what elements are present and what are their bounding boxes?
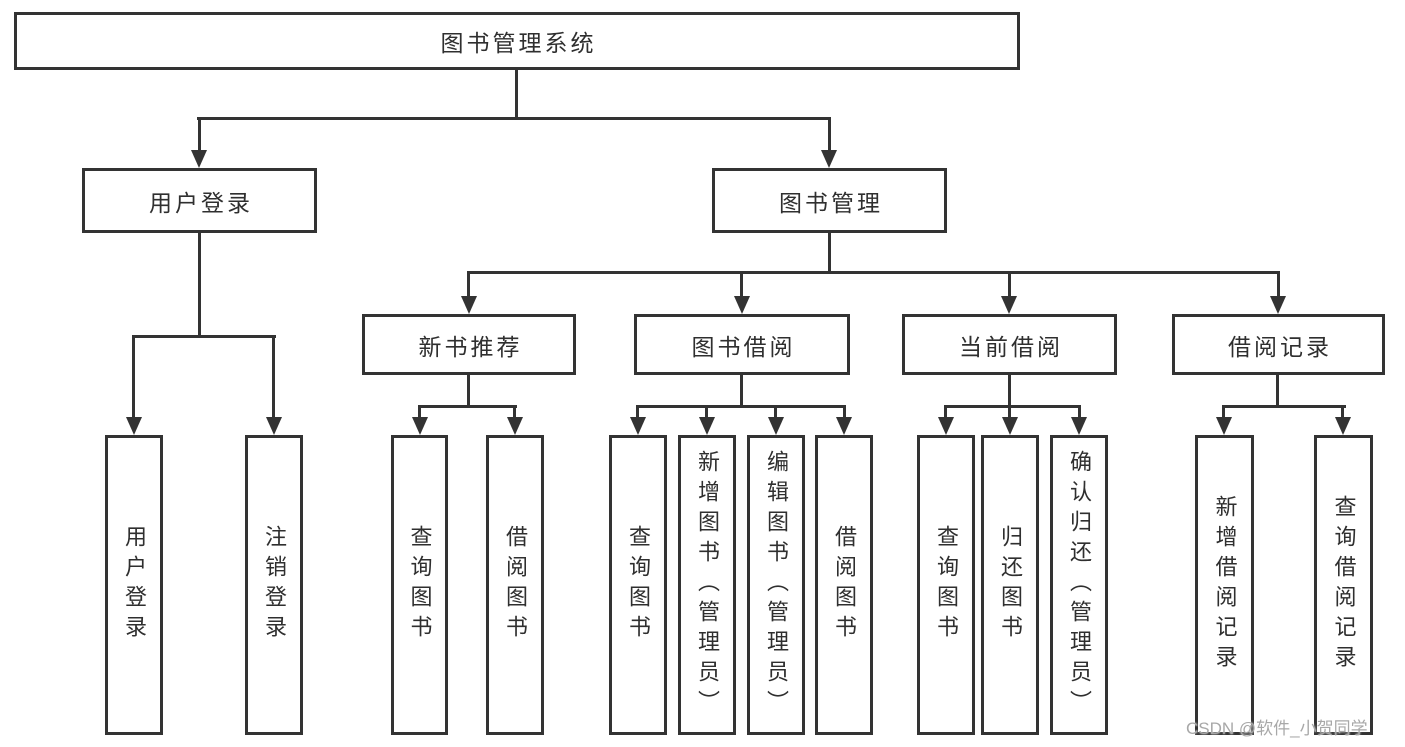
- connector-line: [418, 405, 517, 408]
- connector-line: [198, 233, 201, 338]
- leaf-label: 新增借阅记录: [1212, 495, 1238, 675]
- connector-line: [1222, 405, 1346, 408]
- leaf-label: 注销登录: [262, 525, 287, 645]
- arrowhead-icon: [734, 296, 750, 314]
- node-user-login: 用户登录: [82, 168, 317, 233]
- arrowhead-icon: [412, 417, 428, 435]
- node-leaf-query-books: 查询图书: [609, 435, 667, 735]
- connector-line: [418, 405, 421, 421]
- arrowhead-icon: [630, 417, 646, 435]
- connector-line: [198, 117, 201, 154]
- leaf-label: 借阅图书: [503, 525, 528, 645]
- connector-line: [467, 375, 470, 408]
- arrowhead-icon: [938, 417, 954, 435]
- connector-line: [515, 70, 518, 119]
- connector-line: [1341, 405, 1344, 421]
- connector-line: [1078, 405, 1081, 421]
- connector-line: [636, 405, 639, 421]
- node-leaf-return-books: 归还图书: [981, 435, 1039, 735]
- leaf-label: 新增图书（管理员）: [695, 450, 720, 720]
- connector-line: [705, 405, 708, 421]
- connector-line: [197, 117, 831, 120]
- arrowhead-icon: [266, 417, 282, 435]
- node-leaf-query-books-current: 查询图书: [917, 435, 975, 735]
- node-borrow-records: 借阅记录: [1172, 314, 1385, 375]
- leaf-label: 查询图书: [407, 525, 433, 645]
- node-leaf-query-books-recommend: 查询图书: [391, 435, 448, 735]
- arrowhead-icon: [821, 150, 837, 168]
- arrowhead-icon: [768, 417, 784, 435]
- connector-line: [132, 335, 135, 421]
- csdn-watermark: CSDN @软件_小贺同学: [1186, 719, 1368, 738]
- leaf-label: 编辑图书（管理员）: [764, 450, 789, 720]
- connector-line: [1008, 405, 1011, 421]
- node-library-system: 图书管理系统: [14, 12, 1020, 70]
- connector-line: [132, 335, 276, 338]
- node-leaf-confirm-return-admin: 确认归还（管理员）: [1050, 435, 1108, 735]
- arrowhead-icon: [1002, 417, 1018, 435]
- node-book-management: 图书管理: [712, 168, 947, 233]
- leaf-label: 借阅图书: [832, 525, 857, 645]
- connector-line: [828, 233, 831, 274]
- connector-line: [828, 117, 831, 154]
- node-leaf-user-login: 用户登录: [105, 435, 163, 735]
- connector-line: [774, 405, 777, 421]
- connector-line: [1277, 271, 1280, 300]
- node-leaf-edit-books-admin: 编辑图书（管理员）: [747, 435, 805, 735]
- connector-line: [944, 405, 1081, 408]
- connector-line: [843, 405, 846, 421]
- leaf-label: 确认归还（管理员）: [1067, 450, 1092, 720]
- arrowhead-icon: [1071, 417, 1087, 435]
- leaf-label: 查询图书: [934, 525, 959, 645]
- arrowhead-icon: [191, 150, 207, 168]
- connector-line: [272, 335, 275, 421]
- node-current-borrowing: 当前借阅: [902, 314, 1117, 375]
- leaf-label: 查询借阅记录: [1331, 495, 1357, 675]
- connector-line: [1008, 271, 1011, 300]
- connector-line: [467, 271, 1280, 274]
- node-leaf-add-books-admin: 新增图书（管理员）: [678, 435, 736, 735]
- leaf-label: 用户登录: [122, 525, 147, 645]
- arrowhead-icon: [461, 296, 477, 314]
- connector-line: [944, 405, 947, 421]
- connector-line: [740, 375, 743, 408]
- leaf-label: 归还图书: [998, 525, 1023, 645]
- arrowhead-icon: [1216, 417, 1232, 435]
- node-leaf-logout: 注销登录: [245, 435, 303, 735]
- connector-line: [467, 271, 470, 300]
- connector-line: [1276, 375, 1279, 408]
- node-leaf-add-borrow-record: 新增借阅记录: [1195, 435, 1254, 735]
- connector-line: [740, 271, 743, 300]
- connector-line: [1222, 405, 1225, 421]
- arrowhead-icon: [699, 417, 715, 435]
- arrowhead-icon: [126, 417, 142, 435]
- node-leaf-query-borrow-record: 查询借阅记录: [1314, 435, 1373, 735]
- connector-line: [513, 405, 516, 421]
- arrowhead-icon: [507, 417, 523, 435]
- connector-line: [636, 405, 846, 408]
- node-book-borrowing: 图书借阅: [634, 314, 850, 375]
- node-leaf-borrow-books: 借阅图书: [815, 435, 873, 735]
- arrowhead-icon: [1270, 296, 1286, 314]
- node-leaf-borrow-books-recommend: 借阅图书: [486, 435, 544, 735]
- connector-line: [1008, 375, 1011, 408]
- arrowhead-icon: [836, 417, 852, 435]
- arrowhead-icon: [1001, 296, 1017, 314]
- leaf-label: 查询图书: [626, 525, 651, 645]
- node-new-book-recommend: 新书推荐: [362, 314, 576, 375]
- arrowhead-icon: [1335, 417, 1351, 435]
